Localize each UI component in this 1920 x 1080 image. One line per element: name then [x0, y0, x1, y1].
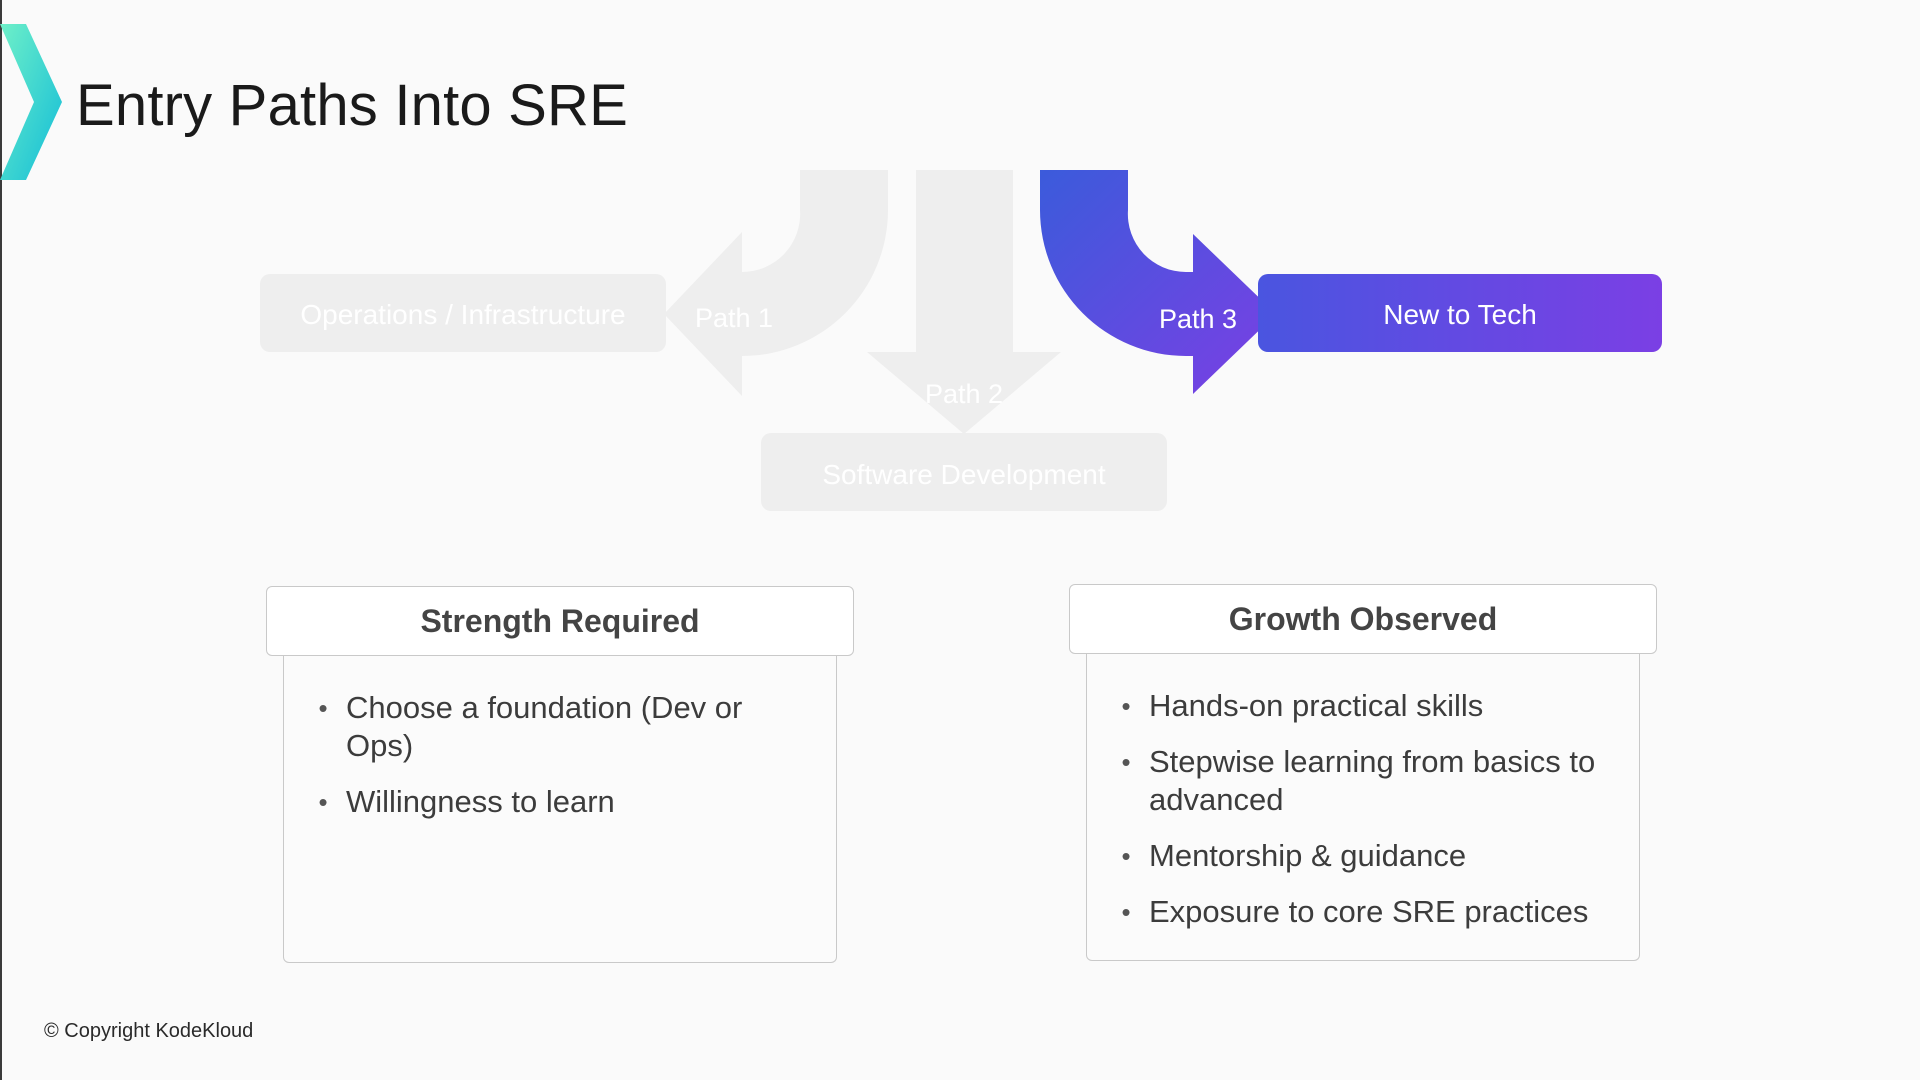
new-to-tech-label: New to Tech	[1383, 299, 1537, 330]
chevron-logo-icon	[0, 24, 62, 180]
path-3-label: Path 3	[1159, 304, 1237, 334]
operations-infrastructure-label: Operations / Infrastructure	[300, 299, 625, 330]
path-1-label: Path 1	[695, 303, 773, 333]
growth-observed-header: Growth Observed	[1069, 584, 1657, 654]
slide-left-border	[0, 0, 2, 1080]
path-3-arrow	[1040, 170, 1276, 394]
list-item: Willingness to learn	[300, 783, 812, 821]
path-2-label: Path 2	[925, 379, 1003, 409]
path-2-arrow	[867, 170, 1061, 434]
new-to-tech-box: New to Tech	[1258, 274, 1662, 352]
copyright-footer: © Copyright KodeKloud	[44, 1020, 254, 1042]
software-development-label: Software Development	[822, 459, 1105, 490]
strength-required-header: Strength Required	[266, 586, 854, 656]
software-development-box: Software Development	[761, 433, 1167, 511]
strength-required-list: Choose a foundation (Dev or Ops) Willing…	[284, 655, 836, 821]
list-item: Choose a foundation (Dev or Ops)	[300, 689, 812, 765]
growth-observed-card: Hands-on practical skills Stepwise learn…	[1086, 653, 1640, 961]
page-title: Entry Paths Into SRE	[76, 73, 629, 138]
growth-observed-list: Hands-on practical skills Stepwise learn…	[1087, 653, 1639, 931]
list-item: Hands-on practical skills	[1103, 687, 1615, 725]
list-item: Exposure to core SRE practices	[1103, 893, 1615, 931]
list-item: Mentorship & guidance	[1103, 837, 1615, 875]
operations-infrastructure-box: Operations / Infrastructure	[260, 274, 666, 352]
list-item: Stepwise learning from basics to advance…	[1103, 743, 1615, 819]
strength-required-card: Choose a foundation (Dev or Ops) Willing…	[283, 655, 837, 963]
path-1-arrow	[664, 170, 888, 396]
